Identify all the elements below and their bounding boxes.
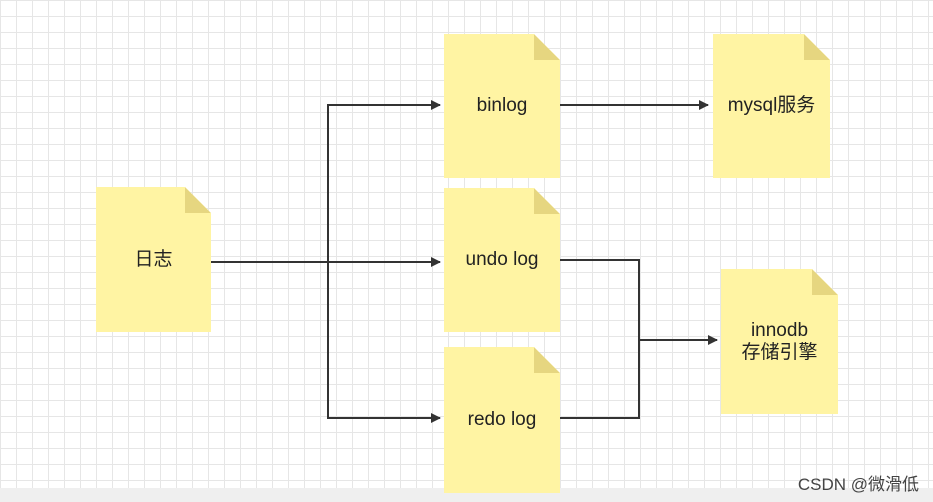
node-label: innodb 存储引擎 <box>741 319 818 363</box>
edge-redo-innodb <box>560 340 640 419</box>
node-redo-log: redo log <box>444 347 560 493</box>
node-label: 日志 <box>134 248 173 270</box>
node-log: 日志 <box>96 187 211 332</box>
edge-log-binlog <box>211 100 441 263</box>
node-undo-log: undo log <box>444 188 560 332</box>
node-label: undo log <box>465 249 539 270</box>
bottom-strip <box>0 488 933 502</box>
edge-log-redo <box>327 262 441 423</box>
node-label: binlog <box>476 95 528 116</box>
node-mysql-service: mysql服务 <box>713 34 830 178</box>
node-label: mysql服务 <box>727 95 816 116</box>
node-binlog: binlog <box>444 34 560 178</box>
node-innodb: innodb 存储引擎 <box>721 269 838 414</box>
watermark: CSDN @微滑低 <box>797 475 919 494</box>
edge-undo-innodb <box>560 259 718 345</box>
node-label: redo log <box>467 409 537 430</box>
